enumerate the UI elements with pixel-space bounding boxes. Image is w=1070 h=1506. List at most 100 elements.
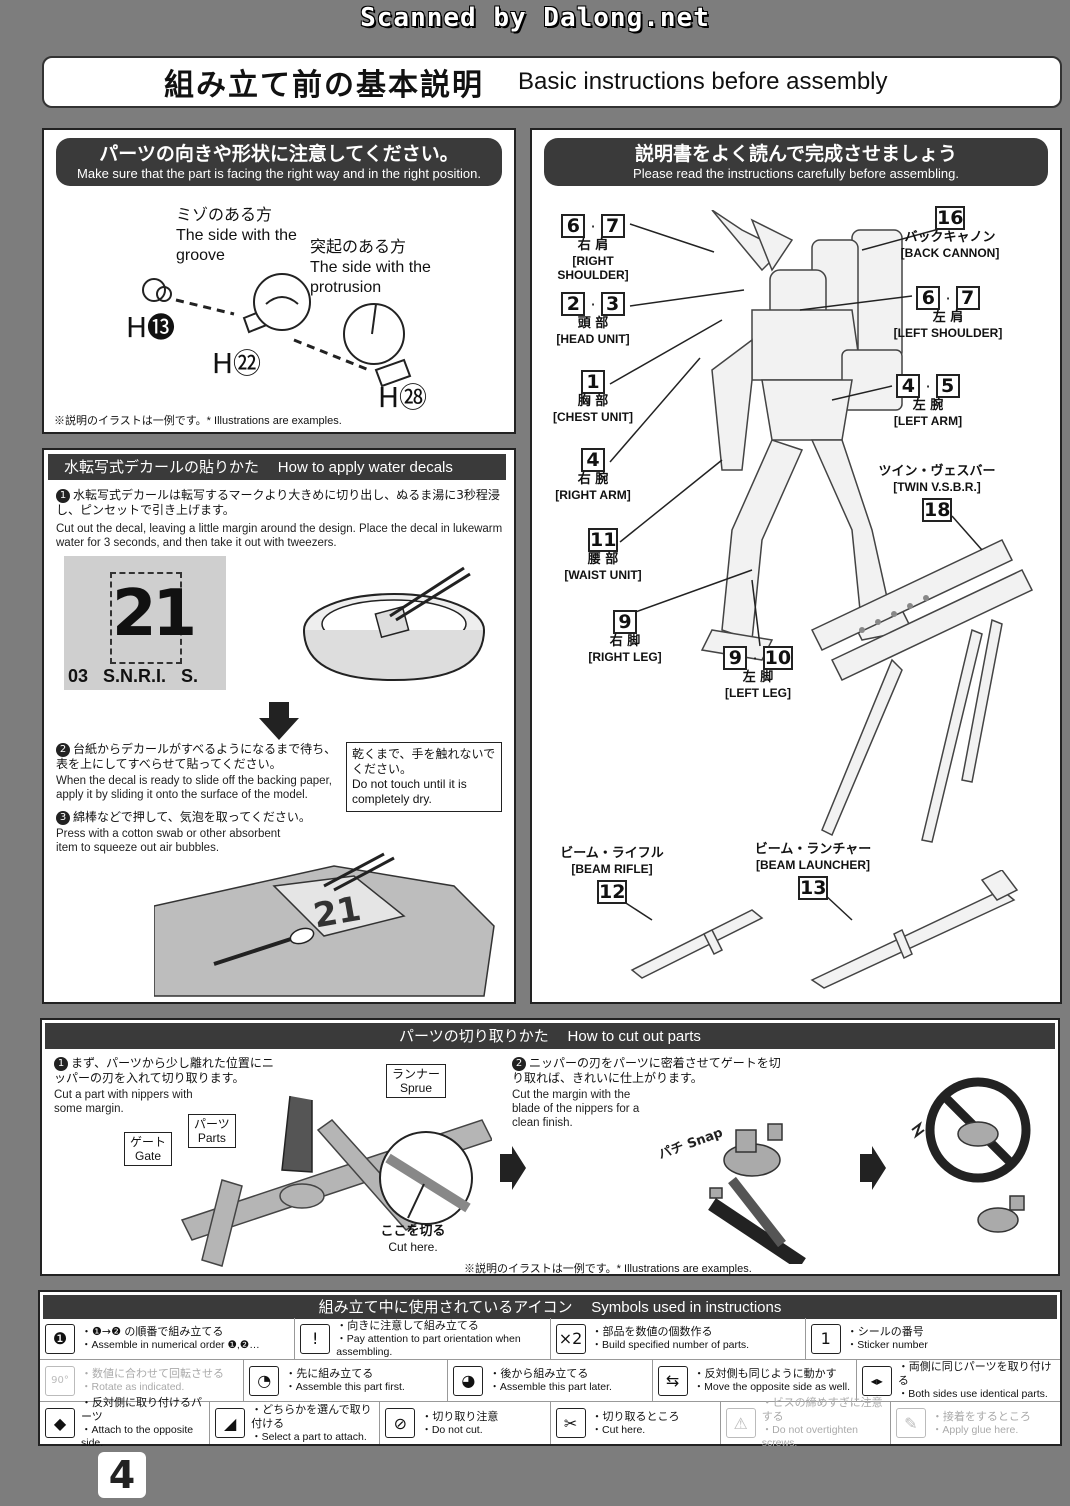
callout-number: 2 <box>561 292 586 316</box>
callout-left-shoulder: 6 · 7 左 肩 [LEFT SHOULDER] <box>888 286 1008 340</box>
callout-jp: 左 腕 <box>912 398 944 413</box>
symbol-jp: ・反対側も同じように動かす <box>693 1367 837 1380</box>
gate-tag: ゲート Gate <box>124 1132 173 1166</box>
select-part-icon: ◢ <box>215 1408 246 1438</box>
callout-jp: 左 脚 <box>742 670 774 685</box>
callout-back-cannon: 16 バックキャノン [BACK CANNON] <box>890 206 1010 260</box>
decal-step-1-en: Cut out the decal, leaving a little marg… <box>56 523 503 549</box>
callout-jp: 左 肩 <box>932 310 964 325</box>
symbols-row: ❶・❶→❷ の順番で組み立てる・Assemble in numerical or… <box>40 1318 1060 1360</box>
orientation-header-en: Make sure that the part is facing the ri… <box>77 166 481 181</box>
symbol-assemble-later: ◕・後から組み立てる・Assemble this part later. <box>448 1360 653 1401</box>
water-bowl-illustration <box>303 566 485 682</box>
symbol-glue: ✎・接着をするところ・Apply glue here. <box>891 1402 1060 1444</box>
callout-number: 6 <box>916 286 941 310</box>
cut-header: パーツの切り取りかた How to cut out parts <box>45 1023 1055 1049</box>
symbol-move-opposite: ⇆・反対側も同じように動かす・Move the opposite side as… <box>653 1360 857 1401</box>
symbol-en: ・Attach to the opposite side. <box>81 1424 194 1449</box>
callout-en: [BACK CANNON] <box>900 246 1000 260</box>
symbol-jp: ・切り取るところ <box>591 1409 680 1423</box>
protrusion-label-en: The side with the protrusion <box>310 259 431 296</box>
symbol-jp: ・部品を数値の個数作る <box>591 1325 713 1338</box>
cut-step-1-jp: まず、パーツから少し離れた位置にニッパーの刃を入れて切り取ります。 <box>54 1056 274 1085</box>
symbol-jp: ・❶→❷ の順番で組み立てる <box>81 1325 224 1338</box>
callout-jp: ビーム・ランチャー <box>754 842 872 857</box>
orientation-header-jp: パーツの向きや形状に注意してください。 <box>99 143 459 165</box>
svg-text:21: 21 <box>311 889 365 937</box>
callout-number: 12 <box>597 880 627 904</box>
symbol-jp: ・シールの番号 <box>846 1325 924 1338</box>
groove-label-en: The side with the groove <box>176 227 297 264</box>
cut-step-2-en: Cut the margin with the blade of the nip… <box>512 1089 640 1129</box>
groove-label-jp: ミゾのある方 <box>176 207 273 224</box>
callout-number: 4 <box>581 448 605 472</box>
callout-number: 7 <box>955 286 980 310</box>
callout-en: [TWIN V.S.B.R.] <box>893 480 981 494</box>
gundam-illustration <box>700 210 914 661</box>
callout-number: 18 <box>922 498 952 522</box>
cut-header-jp: パーツの切り取りかた <box>399 1027 549 1045</box>
cut-here-en: Cut here. <box>388 1240 438 1254</box>
decal-step-2-en: When the decal is ready to slide off the… <box>56 775 332 801</box>
callout-jp: 右 脚 <box>609 634 641 649</box>
callout-en: [HEAD UNIT] <box>556 332 630 346</box>
callout-en: [LEFT LEG] <box>725 686 791 700</box>
callout-jp: 右 腕 <box>577 472 609 487</box>
symbols-header-en: Symbols used in instructions <box>591 1299 782 1316</box>
symbol-do-not-cut: ⊘ ・切り取り注意・Do not cut. <box>380 1402 551 1444</box>
callout-leader-lines <box>609 223 983 921</box>
cut-note: ※説明のイラストは一例です。* Illustrations are exampl… <box>464 1263 752 1275</box>
symbol-jp: ・反対側に取り付けるパーツ <box>81 1396 202 1423</box>
numbered-step-icon: ❶ <box>45 1323 75 1354</box>
symbol-en: ・Select a part to attach. <box>251 1430 367 1443</box>
protrusion-label: 突起のある方 The side with the protrusion <box>310 238 450 298</box>
page-title-bar: 組み立て前の基本説明 Basic instructions before ass… <box>42 56 1062 108</box>
orientation-note: ※説明のイラストは一例です。* Illustrations are exampl… <box>54 415 342 427</box>
symbol-en: ・Assemble this part first. <box>285 1381 405 1393</box>
callout-jp: ビーム・ライフル <box>560 846 664 861</box>
symbol-opposite-side: ◆・反対側に取り付けるパーツ・Attach to the opposite si… <box>40 1396 211 1449</box>
decals-header-en: How to apply water decals <box>277 459 453 476</box>
page-number: 4 <box>98 1452 146 1498</box>
do-not-illustration <box>911 1077 1031 1233</box>
symbol-jp: ・両側に同じパーツを取り付ける <box>897 1360 1052 1387</box>
decals-header-jp: 水転写式デカールの貼りかた <box>64 458 260 476</box>
right-arrow-icon <box>500 1146 526 1190</box>
cotton-swab-illustration: 21 <box>154 852 495 997</box>
readme-panel: 説明書をよく読んで完成させましょう Please read the instru… <box>530 128 1062 1004</box>
callout-twin-vsbr: ツイン・ヴェスバー [TWIN V.S.B.R.] 18 <box>862 464 1012 522</box>
symbols-header-jp: 組み立て中に使用されているアイコン <box>318 1298 573 1316</box>
clean-cut-illustration: パチ Snap <box>657 1123 806 1264</box>
assemble-first-icon: ◔ <box>249 1365 280 1396</box>
callout-chest-unit: 1 胸 部 [CHEST UNIT] <box>538 370 648 424</box>
callout-number: 11 <box>588 528 618 552</box>
gate-en: Gate <box>135 1149 162 1163</box>
no-cut-icon: ⊘ <box>385 1408 416 1438</box>
part-label-h28: H㉘ <box>378 381 428 414</box>
right-arrow-icon <box>860 1146 886 1190</box>
callout-jp: 右 肩 <box>577 238 609 253</box>
parts-en: Parts <box>197 1131 226 1145</box>
symbol-en: ・Build specified number of parts. <box>591 1339 750 1351</box>
symbol-jp: ・切り取り注意 <box>421 1409 499 1423</box>
callout-number: 4 <box>896 374 921 398</box>
callout-number: 1 <box>581 370 605 394</box>
scissors-icon: ✂ <box>555 1408 586 1438</box>
dry-warning-jp: 乾くまで、手を触れないでください。 <box>352 747 496 776</box>
decal-step-3-en: Press with a cotton swab or other absorb… <box>56 828 281 854</box>
part-label-h13: H⓭ <box>126 311 176 344</box>
symbol-jp: ・どちらかを選んで取り付ける <box>251 1402 372 1430</box>
cut-header-en: How to cut out parts <box>567 1028 701 1045</box>
symbol-sticker-number: 1・シールの番号・Sticker number <box>806 1318 1060 1359</box>
decal-sheet-illustration: 21 03 S.N.R.I. S. <box>64 556 226 690</box>
callout-right-shoulder: 6 · 7 右 肩 [RIGHT SHOULDER] <box>538 214 648 282</box>
symbol-en: ・Move the opposite side as well. <box>693 1381 851 1393</box>
symbol-en: ・Do not cut. <box>421 1423 483 1436</box>
symbol-numerical-order: ❶・❶→❷ の順番で組み立てる・Assemble in numerical or… <box>40 1318 296 1359</box>
callout-number: 10 <box>762 646 793 670</box>
step-number-icon: 2 <box>512 1057 526 1071</box>
callout-number: 13 <box>798 876 828 900</box>
page-title-jp: 組み立て前の基本説明 <box>164 68 484 103</box>
screwdriver-icon: ⚠ <box>725 1408 756 1438</box>
orientation-panel: パーツの向きや形状に注意してください。 Make sure that the p… <box>42 128 516 434</box>
